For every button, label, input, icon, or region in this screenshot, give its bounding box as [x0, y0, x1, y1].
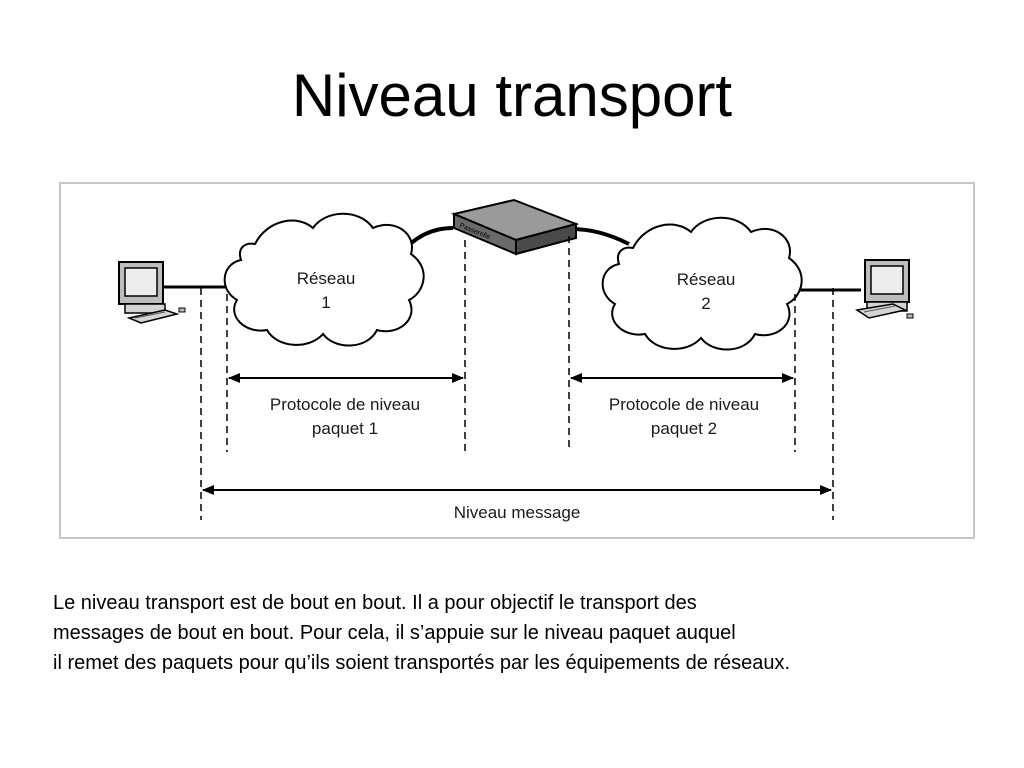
network-1-label: Réseau — [297, 269, 356, 288]
left-computer-icon — [118, 261, 186, 324]
message-level-label: Niveau message — [454, 503, 581, 522]
network-diagram: Réseau 1 Réseau 2 Passerelle — [59, 182, 975, 539]
caption-line-1: Le niveau transport est de bout en bout.… — [53, 592, 697, 614]
boundary-lines — [200, 236, 834, 520]
network-1-number: 1 — [321, 293, 330, 312]
packet-protocol-1-sublabel: paquet 1 — [312, 419, 378, 438]
slide-title: Niveau transport — [291, 62, 733, 129]
network-2-number: 2 — [701, 294, 710, 313]
caption-line-2: messages de bout en bout. Pour cela, il … — [53, 622, 736, 644]
link-router-cloud2 — [570, 227, 630, 246]
network-1-cloud: Réseau 1 — [223, 212, 425, 347]
caption-line-3: il remet des paquets pour qu’ils soient … — [53, 652, 791, 674]
network-2-label: Réseau — [677, 270, 736, 289]
packet-protocol-2-label: Protocole de niveau — [609, 395, 759, 414]
right-computer-icon — [855, 259, 914, 319]
caption-text: Le niveau transport est de bout en bout.… — [53, 588, 1013, 678]
router-icon: Passerelle — [450, 198, 580, 256]
packet-protocol-1-label: Protocole de niveau — [270, 395, 420, 414]
packet-protocol-2-sublabel: paquet 2 — [651, 419, 717, 438]
network-2-cloud: Réseau 2 — [601, 216, 803, 351]
